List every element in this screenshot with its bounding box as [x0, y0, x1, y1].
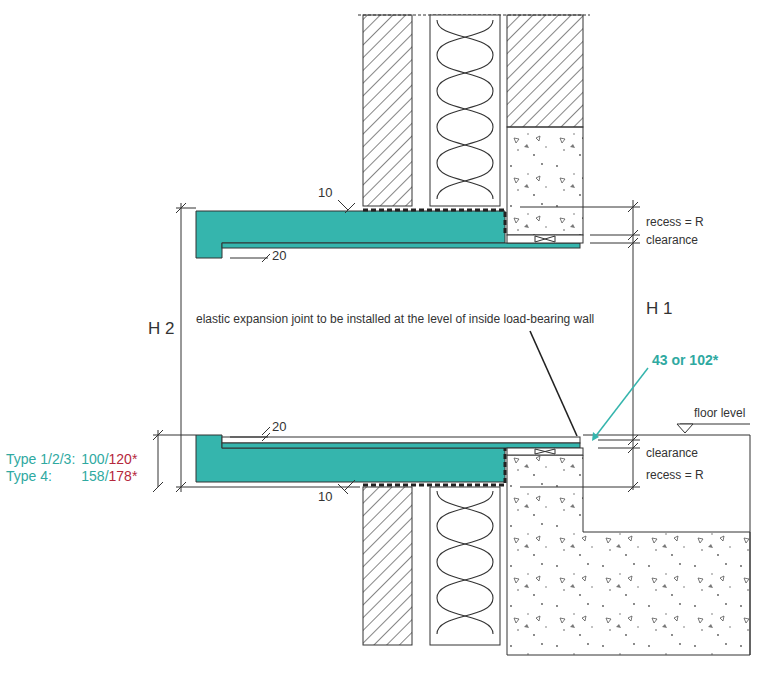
dimension-label: recess = R [646, 216, 704, 230]
height-label: H 2 [148, 319, 174, 339]
level-label: floor level [694, 407, 745, 421]
type-label: Type 1/2/3: [6, 451, 75, 467]
dimension-value: 10 [318, 186, 332, 201]
note-text: elastic expansion joint to be installed … [196, 313, 594, 327]
type-value: 158/ [81, 468, 108, 484]
type-value: 178* [109, 468, 138, 484]
dimension-label: clearance [646, 234, 698, 248]
type-label: Type 4: [6, 468, 52, 484]
callout-number: 43 or 102* [652, 352, 718, 368]
type-value: 100/ [81, 451, 108, 467]
dimension-value: 10 [318, 490, 332, 505]
dimension-label: recess = R [646, 469, 704, 483]
dimension-value: 20 [272, 249, 286, 264]
dimension-value: 20 [272, 420, 286, 435]
dimension-label: clearance [646, 447, 698, 461]
height-label: H 1 [646, 299, 672, 319]
type-value: 120* [109, 451, 138, 467]
